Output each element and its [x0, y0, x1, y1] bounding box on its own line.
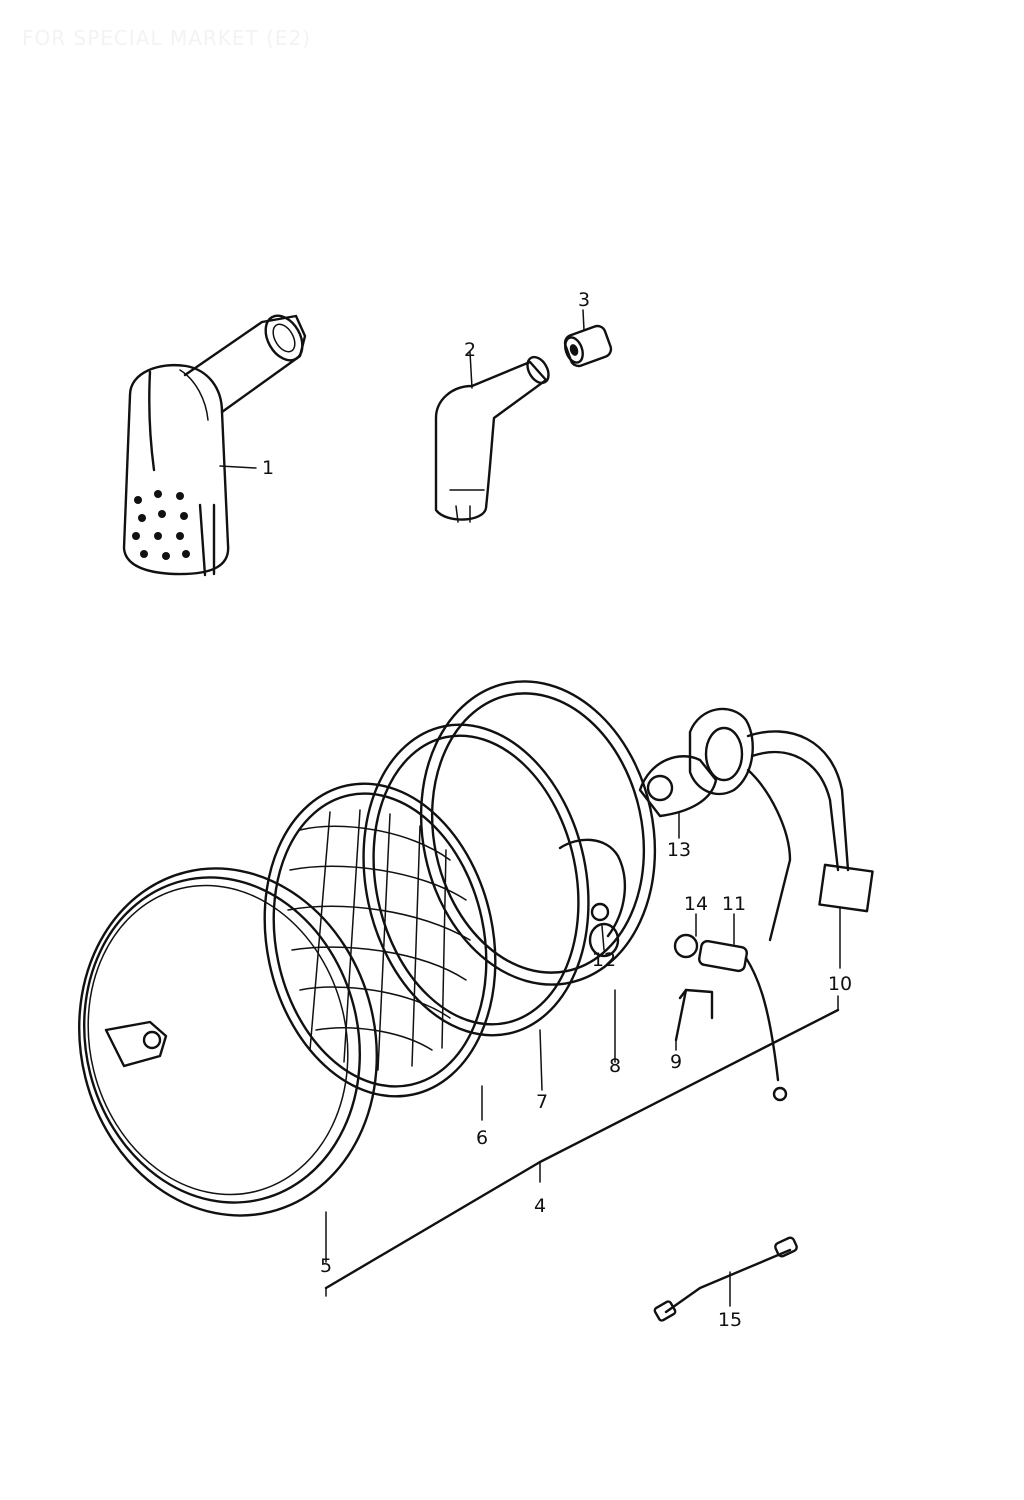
- callout-6: 6: [476, 1127, 488, 1149]
- callout-5: 5: [320, 1255, 332, 1277]
- callout-8: 8: [609, 1055, 621, 1077]
- callout-3: 3: [578, 289, 590, 311]
- assembly-4-bracket: [324, 995, 840, 1297]
- callout-4: 4: [534, 1195, 546, 1217]
- part-13-bulb: [638, 707, 754, 839]
- part-3-sleeve: [563, 309, 613, 368]
- part-9-clip: [674, 988, 714, 1051]
- callout-15: 15: [718, 1309, 742, 1331]
- header-note: FOR SPECIAL MARKET (E2): [22, 26, 312, 50]
- callout-11: 11: [722, 893, 746, 915]
- part-7-rim: [362, 723, 590, 1091]
- callout-2: 2: [464, 339, 476, 361]
- callout-12: 12: [592, 949, 616, 971]
- part-12-screw: [590, 902, 610, 951]
- part-14-pilot-bulb: [673, 913, 699, 959]
- part-11-pilot-socket: [698, 913, 788, 1102]
- lens-pattern: [287, 809, 471, 1071]
- part-8-headlight-housing: [419, 680, 657, 1063]
- perforation-holes: [132, 490, 190, 560]
- callout-14: 14: [684, 893, 708, 915]
- callout-10: 10: [828, 973, 852, 995]
- part-1-plug-cap: [122, 314, 307, 577]
- part-2-plug-cap: [434, 351, 550, 523]
- callout-1: 1: [262, 457, 274, 479]
- part-15-ground-wire: [653, 1236, 798, 1322]
- part-10-harness: [746, 730, 874, 969]
- callout-13: 13: [667, 839, 691, 861]
- callout-7: 7: [536, 1091, 548, 1113]
- part-5-front-rim: [78, 867, 378, 1263]
- part-6-lens-unit: [263, 782, 497, 1121]
- callout-9: 9: [670, 1051, 682, 1073]
